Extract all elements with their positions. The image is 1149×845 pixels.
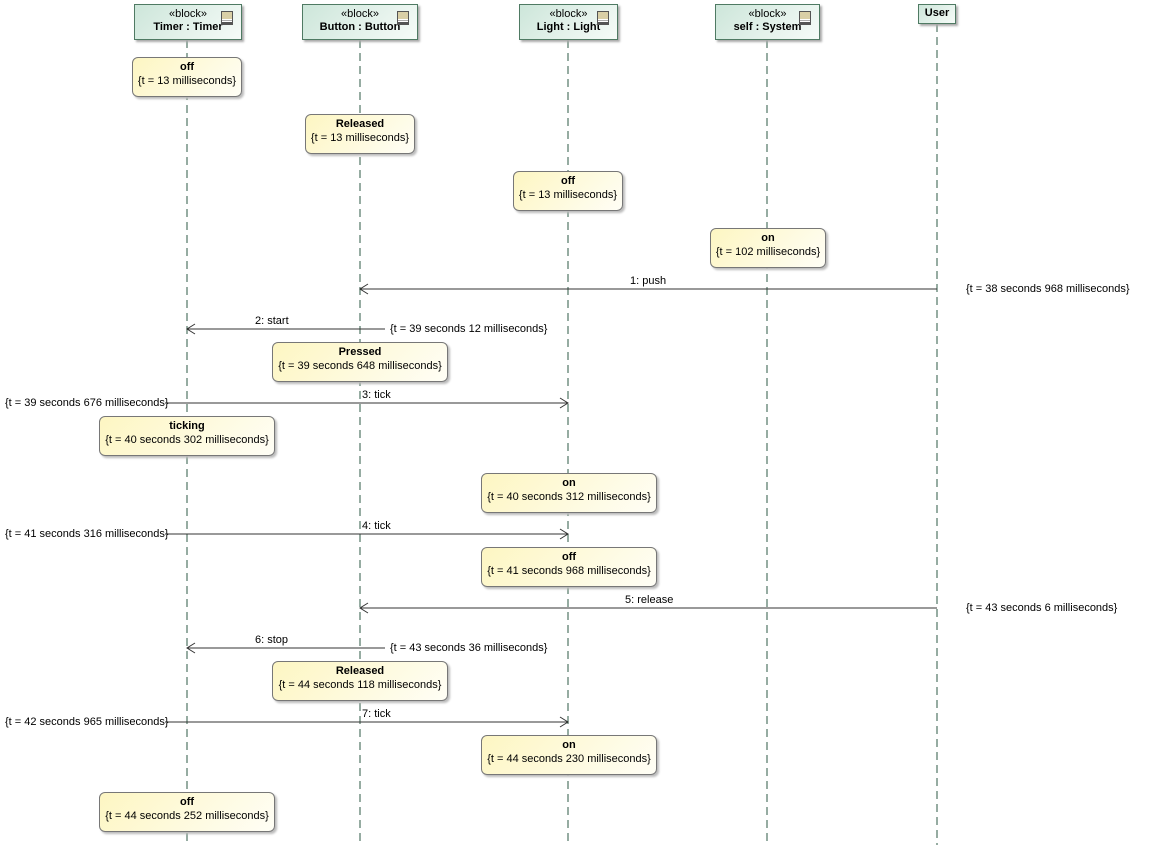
state-time-constraint: {t = 44 seconds 252 milliseconds}	[105, 810, 269, 822]
message-time-constraint: {t = 39 seconds 12 milliseconds}	[390, 323, 548, 335]
lifeline-name: Button : Button	[319, 21, 401, 33]
state-invariant[interactable]: off {t = 13 milliseconds}	[513, 171, 623, 211]
state-time-constraint: {t = 44 seconds 230 milliseconds}	[487, 753, 651, 765]
state-name: Pressed	[338, 346, 382, 358]
lifeline-stereotype: «block»	[341, 8, 379, 20]
block-icon	[799, 11, 811, 25]
lifeline-name: self : System	[733, 21, 802, 33]
state-name: off	[179, 796, 195, 808]
state-name: ticking	[169, 420, 205, 432]
state-name: Released	[335, 118, 385, 130]
state-invariant[interactable]: ticking {t = 40 seconds 302 milliseconds}	[99, 416, 275, 456]
lifeline-stereotype: «block»	[549, 8, 588, 20]
lifeline-stereotype: «block»	[169, 8, 207, 20]
state-invariant[interactable]: off {t = 13 milliseconds}	[132, 57, 242, 97]
state-name: off	[561, 551, 577, 563]
lifeline-head[interactable]: User	[918, 4, 956, 24]
state-invariant[interactable]: on {t = 102 milliseconds}	[710, 228, 826, 268]
message-time-constraint: {t = 43 seconds 36 milliseconds}	[390, 642, 548, 654]
lifeline-name: Timer : Timer	[153, 21, 223, 33]
state-name: on	[761, 232, 775, 244]
state-invariant[interactable]: off {t = 44 seconds 252 milliseconds}	[99, 792, 275, 832]
lifeline-stereotype: «block»	[748, 8, 787, 20]
state-invariant[interactable]: Released {t = 44 seconds 118 milliseconds…	[272, 661, 448, 701]
state-name: on	[562, 477, 576, 489]
message-label: 2: start	[255, 315, 289, 327]
state-invariant[interactable]: Pressed {t = 39 seconds 648 milliseconds}	[272, 342, 448, 382]
message-time-constraint: {t = 39 seconds 676 milliseconds}	[5, 397, 169, 409]
message-time-constraint: {t = 43 seconds 6 milliseconds}	[966, 602, 1118, 614]
message-label: 6: stop	[255, 634, 289, 646]
message-label: 7: tick	[362, 708, 391, 720]
lifeline-head[interactable]: «block»Button : Button	[302, 4, 418, 40]
state-invariant[interactable]: on {t = 40 seconds 312 milliseconds}	[481, 473, 657, 513]
state-name: Released	[335, 665, 385, 677]
arrowhead-icon	[359, 602, 369, 614]
state-time-constraint: {t = 40 seconds 302 milliseconds}	[105, 434, 269, 446]
lifeline-name: User	[924, 7, 950, 19]
message-label: 4: tick	[362, 520, 391, 532]
state-time-constraint: {t = 40 seconds 312 milliseconds}	[487, 491, 651, 503]
message-time-constraint: {t = 42 seconds 965 milliseconds}	[5, 716, 169, 728]
arrowhead-icon	[359, 283, 369, 295]
message-time-constraint: {t = 41 seconds 316 milliseconds}	[5, 528, 169, 540]
state-time-constraint: {t = 13 milliseconds}	[518, 189, 618, 201]
message-label: 5: release	[625, 594, 674, 606]
lifeline-head[interactable]: «block»Light : Light	[519, 4, 618, 40]
lifeline-head[interactable]: «block»self : System	[715, 4, 820, 40]
message-time-constraint: {t = 38 seconds 968 milliseconds}	[966, 283, 1130, 295]
state-time-constraint: {t = 13 milliseconds}	[137, 75, 237, 87]
state-name: on	[562, 739, 576, 751]
arrowhead-icon	[186, 642, 196, 654]
state-invariant[interactable]: off {t = 41 seconds 968 milliseconds}	[481, 547, 657, 587]
arrowhead-icon	[559, 397, 569, 409]
state-time-constraint: {t = 39 seconds 648 milliseconds}	[278, 360, 442, 372]
state-time-constraint: {t = 44 seconds 118 milliseconds}	[278, 679, 442, 691]
lifeline-head[interactable]: «block»Timer : Timer	[134, 4, 242, 40]
message-label: 1: push	[630, 275, 667, 287]
block-icon	[597, 11, 609, 25]
state-time-constraint: {t = 13 milliseconds}	[310, 132, 410, 144]
state-invariant[interactable]: on {t = 44 seconds 230 milliseconds}	[481, 735, 657, 775]
state-time-constraint: {t = 102 milliseconds}	[715, 246, 821, 258]
arrowhead-icon	[186, 323, 196, 335]
message-label: 3: tick	[362, 389, 391, 401]
arrowhead-icon	[559, 528, 569, 540]
arrowhead-icon	[559, 716, 569, 728]
block-icon	[397, 11, 409, 25]
state-name: off	[560, 175, 576, 187]
lifeline-name: Light : Light	[536, 21, 601, 33]
block-icon	[221, 11, 233, 25]
state-time-constraint: {t = 41 seconds 968 milliseconds}	[487, 565, 651, 577]
state-invariant[interactable]: Released {t = 13 milliseconds}	[305, 114, 415, 154]
state-name: off	[179, 61, 195, 73]
